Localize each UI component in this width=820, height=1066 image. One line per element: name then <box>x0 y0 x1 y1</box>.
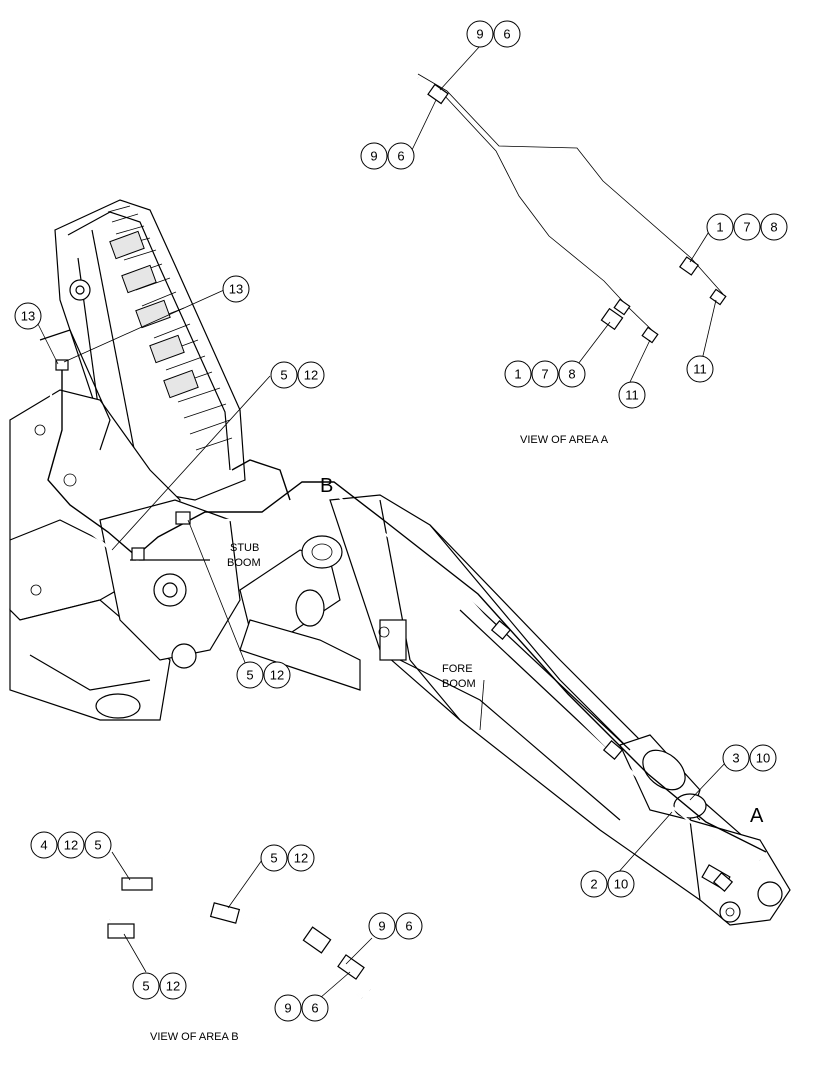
callout-circle <box>618 381 646 409</box>
callout-circle <box>395 912 423 940</box>
callout-number: 6 <box>311 1001 318 1016</box>
callout-circle <box>760 213 788 241</box>
stub-boom-label-line2: BOOM <box>227 557 261 569</box>
callout-number: 9 <box>284 1001 291 1016</box>
view-area-a-label: VIEW OF AREA A <box>520 434 609 446</box>
callout-circle <box>706 213 734 241</box>
callout-m-2-10: 2 10 <box>580 870 635 898</box>
callout-circle <box>749 744 777 772</box>
callout-circle <box>558 360 586 388</box>
callout-circle <box>270 361 298 389</box>
callout-number: 9 <box>378 919 385 934</box>
callout-b-5-12-right: 5 12 <box>260 844 315 872</box>
callout-number: 11 <box>625 388 639 403</box>
callout-circle <box>387 142 415 170</box>
callout-circle <box>607 870 635 898</box>
callout-circle <box>686 355 714 383</box>
callout-number: 12 <box>270 668 284 683</box>
callout-circle <box>260 844 288 872</box>
callout-circle <box>368 912 396 940</box>
callout-circle <box>236 661 264 689</box>
callout-m-5-12-lower: 5 12 <box>236 661 291 689</box>
callout-circle <box>360 142 388 170</box>
callout-number: 5 <box>280 368 287 383</box>
callout-number: 9 <box>476 27 483 42</box>
callout-a-bottom-left: 1 7 8 <box>504 360 586 388</box>
machine-body <box>9 199 791 926</box>
callout-circle <box>297 361 325 389</box>
callout-circle <box>504 360 532 388</box>
callout-circle <box>14 302 42 330</box>
callout-number: 1 <box>716 220 723 235</box>
callout-number: 6 <box>405 919 412 934</box>
callout-m-3-10: 3 10 <box>722 744 777 772</box>
callout-number: 5 <box>142 979 149 994</box>
callout-number: 11 <box>693 362 707 377</box>
callout-circle <box>274 994 302 1022</box>
callout-number: 5 <box>270 851 277 866</box>
callout-circle <box>580 870 608 898</box>
callout-number: 12 <box>166 979 180 994</box>
area-a-tube-assembly <box>417 73 727 344</box>
callout-number: 8 <box>568 367 575 382</box>
callout-b-5-12-lower: 5 12 <box>132 972 187 1000</box>
callout-number: 4 <box>40 838 47 853</box>
callout-a-bottom-right: 11 <box>686 355 714 383</box>
callout-circle <box>132 972 160 1000</box>
callout-circle <box>301 994 329 1022</box>
callout-circle <box>159 972 187 1000</box>
callout-number: 6 <box>397 149 404 164</box>
callout-a-bottom-mid: 11 <box>618 381 646 409</box>
fore-boom-label-line1: FORE <box>442 663 473 675</box>
callout-number: 12 <box>294 851 308 866</box>
callout-m-13-left: 13 <box>14 302 42 330</box>
callout-b-4-12-5: 4 12 5 <box>30 831 112 859</box>
callout-m-13-upper: 13 <box>222 275 250 303</box>
callout-number: 12 <box>304 368 318 383</box>
callout-number: 5 <box>94 838 101 853</box>
callout-number: 2 <box>590 877 597 892</box>
callout-circle <box>287 844 315 872</box>
main-tube-routing <box>36 359 767 892</box>
area-b-tube-assembly <box>107 838 371 999</box>
callout-circle <box>466 20 494 48</box>
callout-number: 12 <box>64 838 78 853</box>
callout-number: 1 <box>514 367 521 382</box>
callout-number: 5 <box>246 668 253 683</box>
callout-circle <box>222 275 250 303</box>
callout-number: 7 <box>743 220 750 235</box>
stub-boom-label-line1: STUB <box>230 542 259 554</box>
callout-number: 10 <box>614 877 628 892</box>
callout-circle <box>722 744 750 772</box>
callout-circle <box>84 831 112 859</box>
callout-circle <box>30 831 58 859</box>
area-b-leaders <box>111 851 373 999</box>
callout-number: 6 <box>503 27 510 42</box>
callout-number: 10 <box>756 751 770 766</box>
area-a-leaders <box>411 45 717 383</box>
callout-circle <box>493 20 521 48</box>
callout-circle <box>733 213 761 241</box>
view-area-b-label: VIEW OF AREA B <box>150 1031 239 1043</box>
fore-boom-label-line2: BOOM <box>442 678 476 690</box>
callout-circle <box>57 831 85 859</box>
callout-circle <box>531 360 559 388</box>
callout-number: 9 <box>370 149 377 164</box>
area-b-marker: B <box>320 475 333 497</box>
callout-number: 3 <box>732 751 739 766</box>
area-a-marker: A <box>750 805 764 827</box>
callout-number: 7 <box>541 367 548 382</box>
callout-number: 13 <box>229 282 243 297</box>
callout-circle <box>263 661 291 689</box>
callout-a-right: 1 7 8 <box>706 213 788 241</box>
callout-m-5-12-upper: 5 12 <box>270 361 325 389</box>
callout-number: 8 <box>770 220 777 235</box>
callout-number: 13 <box>21 309 35 324</box>
